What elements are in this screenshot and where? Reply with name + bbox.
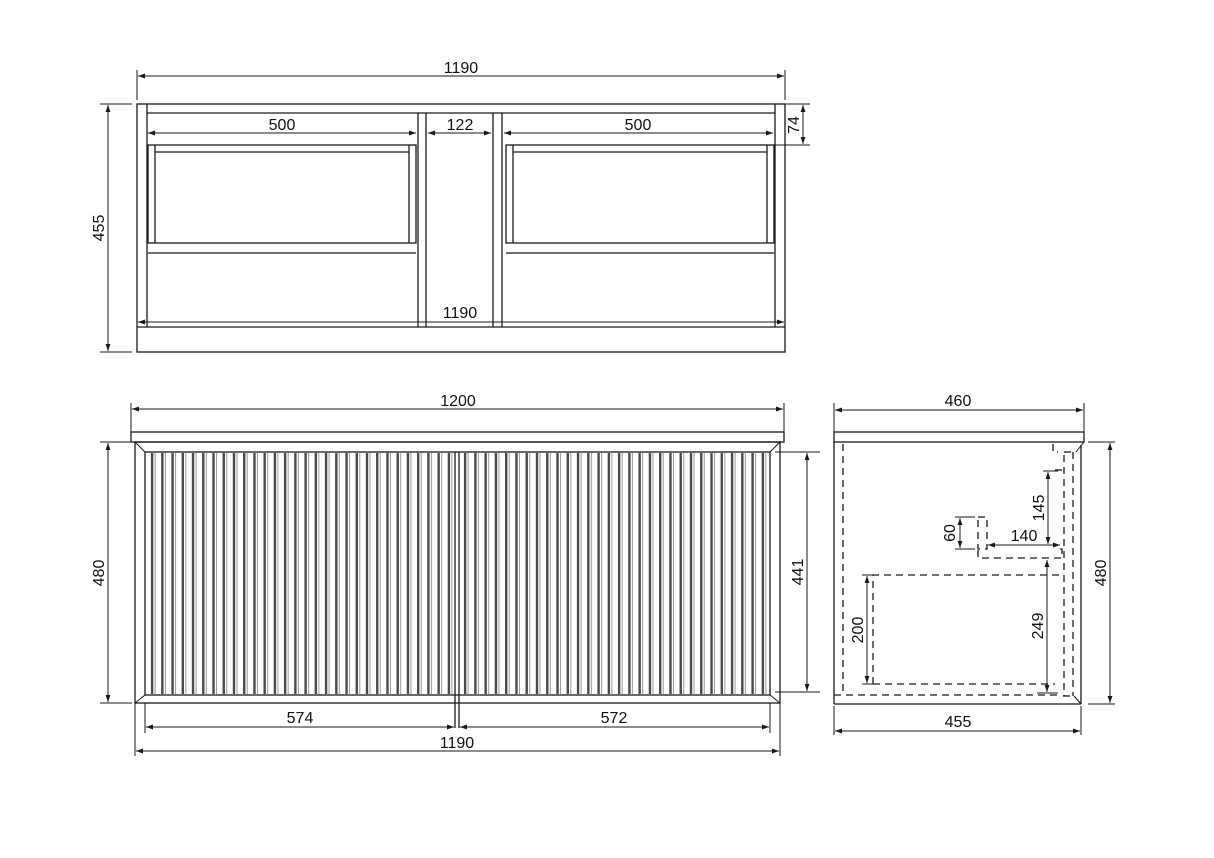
left-door-width-label: 574 [287, 710, 314, 727]
side-top-depth-label: 460 [945, 393, 972, 410]
front-height-label: 480 [91, 560, 108, 587]
left-drawer-outline [147, 144, 417, 244]
right-drawer-width-label: 500 [625, 117, 652, 134]
depth-label: 455 [91, 215, 108, 242]
inner-width-label: 1190 [443, 305, 478, 322]
center-gap-label: 122 [447, 117, 474, 134]
left-drawer-width-label: 500 [269, 117, 296, 134]
side-view: 460 145 140 60 [833, 393, 1115, 735]
side-height-label: 480 [1093, 560, 1110, 587]
top-view: 1190 455 500 122 [91, 60, 810, 353]
right-drawer-outline [505, 144, 775, 244]
lower-drawer-height-label: 200 [850, 617, 867, 644]
side-bottom-depth-label: 455 [945, 714, 972, 731]
waste-depth-label: 140 [1011, 528, 1038, 545]
top-width-label: 1200 [440, 393, 476, 410]
carcass-width-label: 1190 [440, 735, 475, 752]
upper-offset-label: 145 [1031, 495, 1048, 522]
front-view: 1200 480 441 574 572 [91, 393, 820, 756]
overall-width-label: 1190 [444, 60, 479, 77]
door-height-label: 441 [790, 559, 807, 586]
waste-height-label: 60 [942, 524, 959, 542]
fluted-door-slats [150, 453, 767, 694]
front-rail-height-label: 74 [786, 116, 803, 134]
lower-clearance-label: 249 [1030, 613, 1047, 640]
right-door-width-label: 572 [601, 710, 628, 727]
worktop [130, 431, 785, 443]
